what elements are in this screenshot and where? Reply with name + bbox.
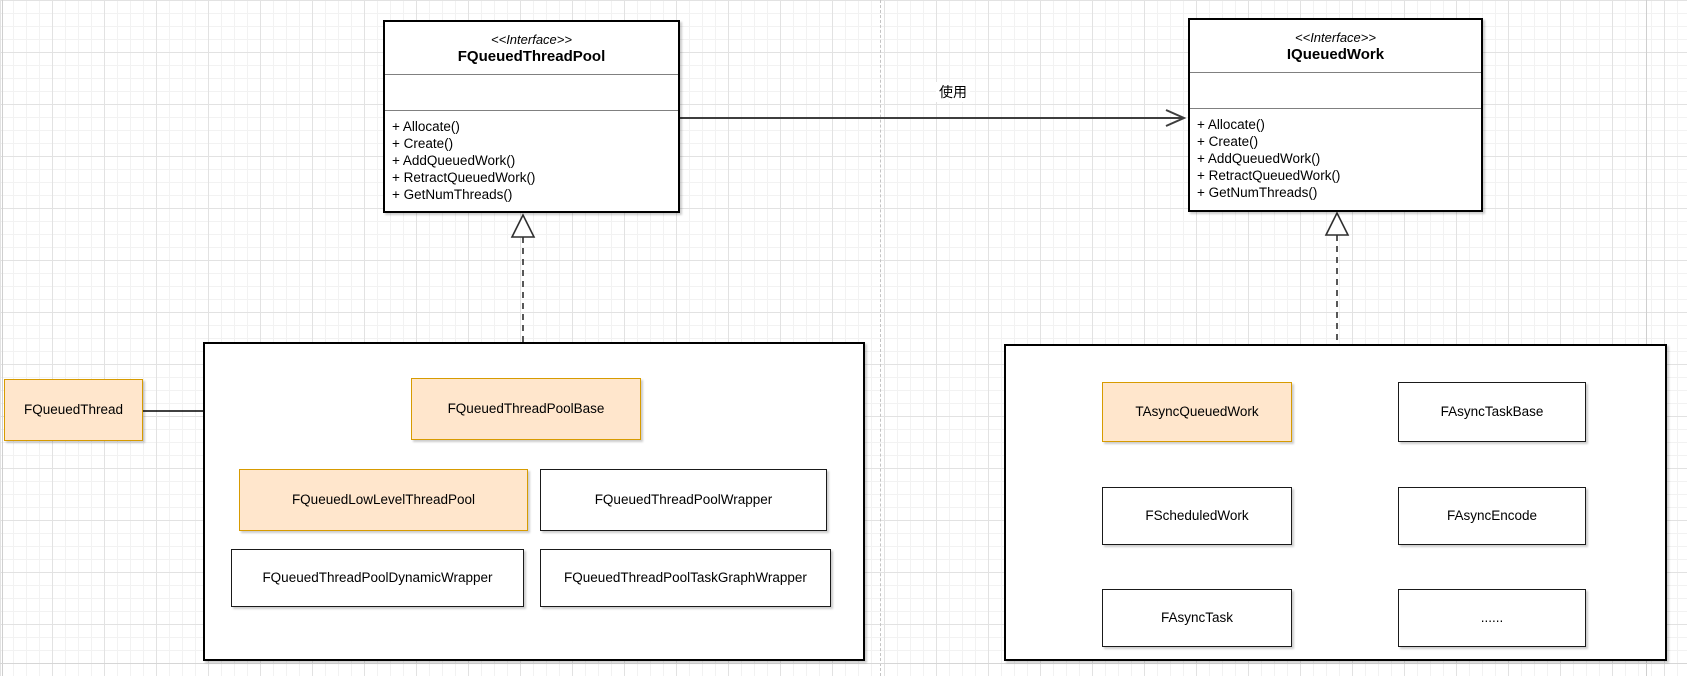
interface-name: FQueuedThreadPool bbox=[457, 47, 606, 65]
class-label: FQueuedThreadPoolTaskGraphWrapper bbox=[564, 569, 807, 585]
class-label: FAsyncEncode bbox=[1446, 507, 1538, 523]
interface-header: <<Interface>> FQueuedThreadPool bbox=[385, 22, 678, 74]
class-box-fqueuedthread[interactable]: FQueuedThread bbox=[4, 379, 143, 441]
method-item: + Create() bbox=[1197, 134, 1259, 149]
realization-arrow-left[interactable] bbox=[510, 213, 536, 342]
method-item: + AddQueuedWork() bbox=[392, 153, 516, 168]
interface-header: <<Interface>> IQueuedWork bbox=[1190, 20, 1481, 72]
class-label: ...... bbox=[1480, 609, 1504, 625]
class-label: FQueuedThreadPoolBase bbox=[447, 400, 605, 416]
class-box-ellipsis[interactable]: ...... bbox=[1398, 589, 1586, 647]
attributes-section-empty bbox=[385, 74, 678, 111]
page-boundary-right bbox=[1646, 0, 1647, 676]
class-label: FQueuedThreadPoolWrapper bbox=[594, 491, 773, 507]
class-box-fasynctask[interactable]: FAsyncTask bbox=[1102, 589, 1292, 647]
class-box-fscheduledwork[interactable]: FScheduledWork bbox=[1102, 487, 1292, 545]
class-label: FQueuedThread bbox=[23, 401, 124, 417]
page-boundary-left bbox=[2, 0, 3, 676]
class-label: FQueuedThreadPoolDynamicWrapper bbox=[262, 569, 493, 585]
class-box-fqueuedthreadpooltaskgraphwrapper[interactable]: FQueuedThreadPoolTaskGraphWrapper bbox=[540, 549, 831, 607]
method-item: + AddQueuedWork() bbox=[1197, 151, 1321, 166]
class-label: FAsyncTaskBase bbox=[1440, 403, 1544, 419]
class-box-fasyncencode[interactable]: FAsyncEncode bbox=[1398, 487, 1586, 545]
methods-list: + Allocate() + Create() + AddQueuedWork(… bbox=[385, 111, 678, 203]
open-arrowhead-icon bbox=[1165, 109, 1187, 127]
class-box-fqueuedthreadpooldynamicwrapper[interactable]: FQueuedThreadPoolDynamicWrapper bbox=[231, 549, 524, 607]
use-arrow[interactable] bbox=[680, 109, 1187, 127]
interface-name: IQueuedWork bbox=[1286, 45, 1385, 63]
class-box-fqueuedlowlevelthreadpool[interactable]: FQueuedLowLevelThreadPool bbox=[239, 469, 528, 531]
method-item: + GetNumThreads() bbox=[1197, 185, 1318, 200]
class-box-tasyncqueuedwork[interactable]: TAsyncQueuedWork bbox=[1102, 382, 1292, 442]
class-label: FAsyncTask bbox=[1160, 609, 1234, 625]
class-box-fqueuedthreadpoolwrapper[interactable]: FQueuedThreadPoolWrapper bbox=[540, 469, 827, 531]
page-divider-dashed bbox=[880, 0, 881, 676]
stereotype-label: <<Interface>> bbox=[491, 31, 572, 47]
realization-arrow-right[interactable] bbox=[1324, 211, 1350, 344]
method-item: + Allocate() bbox=[1197, 117, 1265, 132]
method-item: + RetractQueuedWork() bbox=[1197, 168, 1341, 183]
class-label: TAsyncQueuedWork bbox=[1135, 403, 1259, 419]
class-box-fasynctaskbase[interactable]: FAsyncTaskBase bbox=[1398, 382, 1586, 442]
method-item: + RetractQueuedWork() bbox=[392, 170, 536, 185]
method-item: + Create() bbox=[392, 136, 454, 151]
class-label: FScheduledWork bbox=[1145, 507, 1249, 523]
method-item: + GetNumThreads() bbox=[392, 187, 513, 202]
stereotype-label: <<Interface>> bbox=[1295, 29, 1376, 45]
interface-box-fqueuedthreadpool[interactable]: <<Interface>> FQueuedThreadPool + Alloca… bbox=[383, 20, 680, 213]
generalization-arrowhead-icon bbox=[510, 213, 536, 238]
class-box-fqueuedthreadpoolbase[interactable]: FQueuedThreadPoolBase bbox=[411, 378, 641, 440]
attributes-section-empty bbox=[1190, 72, 1481, 109]
methods-list: + Allocate() + Create() + AddQueuedWork(… bbox=[1190, 109, 1481, 201]
page-boundary-bottom bbox=[0, 663, 1687, 664]
method-item: + Allocate() bbox=[392, 119, 460, 134]
use-arrow-label: 使用 bbox=[936, 82, 970, 102]
interface-box-iqueuedwork[interactable]: <<Interface>> IQueuedWork + Allocate() +… bbox=[1188, 18, 1483, 212]
class-label: FQueuedLowLevelThreadPool bbox=[291, 491, 476, 507]
generalization-arrowhead-icon bbox=[1324, 211, 1350, 236]
